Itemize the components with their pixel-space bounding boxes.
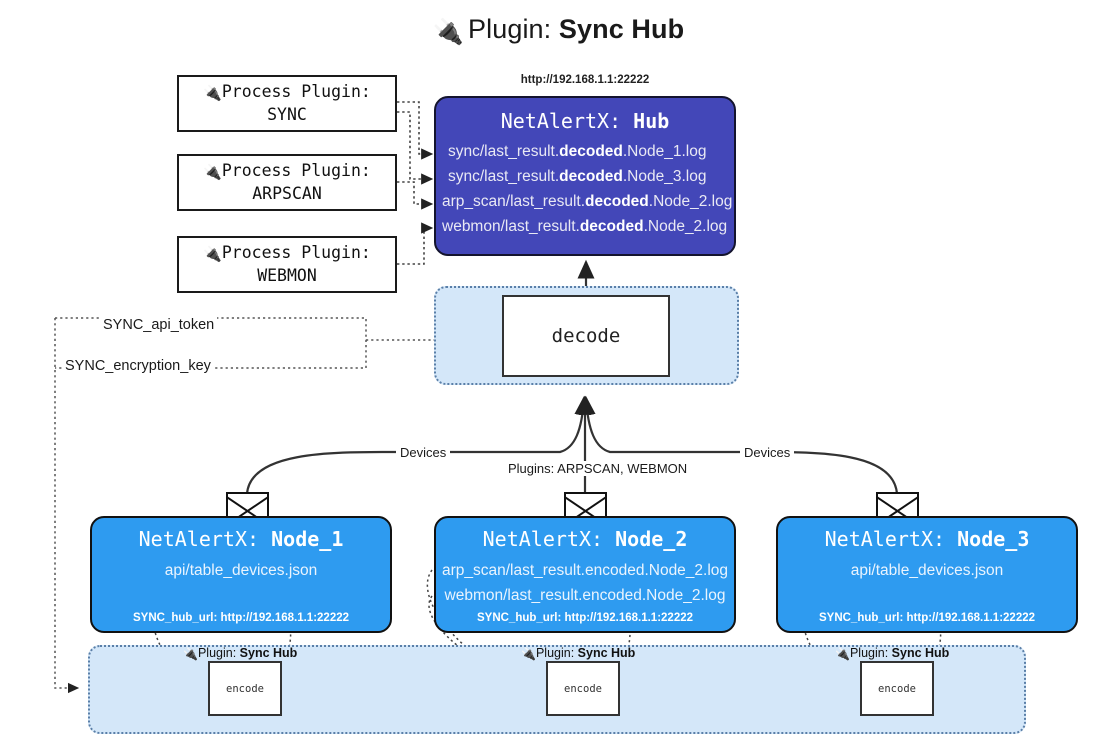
plug-icon: 🔌 — [203, 163, 222, 182]
node-title: NetAlertX: Node_3 — [824, 527, 1030, 551]
hub-url-label: http://192.168.1.1:22222 — [520, 74, 650, 86]
encode-box-3[interactable]: encode — [860, 661, 934, 716]
hub-log-item: sync/last_result.decoded.Node_1.log — [448, 143, 707, 160]
node-line: arp_scan/last_result.encoded.Node_2.log — [441, 562, 729, 579]
plug-icon: 🔌 — [183, 647, 198, 661]
process-plugin-name: SYNC — [267, 105, 307, 125]
process-plugin-label: Process Plugin: — [221, 82, 371, 102]
page-title: 🔌Plugin: Sync Hub — [0, 14, 1117, 47]
process-plugin-label: Process Plugin: — [221, 161, 371, 181]
page-title-label: Plugin: — [468, 14, 552, 44]
hub-log-list: sync/last_result.decoded.Node_1.log sync… — [436, 139, 734, 239]
node-line: api/table_devices.json — [850, 562, 1004, 579]
node-2[interactable]: NetAlertX: Node_2 arp_scan/last_result.e… — [434, 516, 736, 633]
sync-plugin-label-2: 🔌Plugin: Sync Hub — [521, 646, 636, 661]
plug-icon: 🔌 — [432, 18, 465, 46]
sync-plugin-label-1: 🔌Plugin: Sync Hub — [183, 646, 298, 661]
plug-icon: 🔌 — [203, 84, 222, 103]
node-3[interactable]: NetAlertX: Node_3 api/table_devices.json… — [776, 516, 1078, 633]
hub-log-item: webmon/last_result.decoded.Node_2.log — [442, 218, 728, 235]
node-hub-url: SYNC_hub_url: http://192.168.1.1:22222 — [476, 612, 694, 624]
edge-label-devices-left: Devices — [396, 445, 451, 460]
edge-sync-to-hub-log1 — [397, 101, 434, 160]
process-plugin-name: ARPSCAN — [252, 184, 322, 204]
node-hub-url: SYNC_hub_url: http://192.168.1.1:22222 — [818, 612, 1036, 624]
hub-title: NetAlertX: Hub — [436, 109, 734, 133]
sync-plugin-label-3: 🔌Plugin: Sync Hub — [835, 646, 950, 661]
hub-title-value: Hub — [633, 109, 670, 133]
node-title: NetAlertX: Node_1 — [138, 527, 344, 551]
key-label-api-token: SYNC_api_token — [100, 317, 218, 333]
edge-label-devices-right: Devices — [740, 445, 795, 460]
plug-icon: 🔌 — [203, 245, 222, 264]
node-line: api/table_devices.json — [164, 562, 318, 579]
edge-arpscan-to-hub-log3 — [397, 181, 434, 210]
hub-log-item: arp_scan/last_result.decoded.Node_2.log — [442, 193, 733, 210]
encode-box-1[interactable]: encode — [208, 661, 282, 716]
node-line: webmon/last_result.encoded.Node_2.log — [444, 587, 726, 604]
process-plugin-sync[interactable]: 🔌Process Plugin: SYNC — [177, 75, 397, 132]
edge-webmon-to-hub-log4 — [397, 222, 434, 265]
node-1[interactable]: NetAlertX: Node_1 api/table_devices.json… — [90, 516, 392, 633]
key-label-encryption-key: SYNC_encryption_key — [62, 358, 214, 374]
edge-sync-to-hub-log2 — [397, 111, 434, 185]
edge-label-plugins-middle: Plugins: ARPSCAN, WEBMON — [504, 461, 692, 476]
node-hub-url: SYNC_hub_url: http://192.168.1.1:22222 — [132, 612, 350, 624]
hub-log-item: sync/last_result.decoded.Node_3.log — [448, 168, 707, 185]
node-line-list: arp_scan/last_result.encoded.Node_2.log … — [436, 558, 734, 608]
process-plugin-webmon[interactable]: 🔌Process Plugin: WEBMON — [177, 236, 397, 293]
node-line-list: api/table_devices.json — [778, 558, 1076, 583]
encode-box-2[interactable]: encode — [546, 661, 620, 716]
process-plugin-name: WEBMON — [257, 266, 317, 286]
decode-box[interactable]: decode — [502, 295, 670, 377]
process-plugin-arpscan[interactable]: 🔌Process Plugin: ARPSCAN — [177, 154, 397, 211]
hub-node[interactable]: NetAlertX: Hub sync/last_result.decoded.… — [434, 96, 736, 256]
plug-icon: 🔌 — [835, 647, 850, 661]
hub-title-prefix: NetAlertX: — [500, 109, 622, 133]
plug-icon: 🔌 — [521, 647, 536, 661]
process-plugin-label: Process Plugin: — [221, 243, 371, 263]
page-title-value: Sync Hub — [558, 14, 685, 44]
node-line-list: api/table_devices.json — [92, 558, 390, 583]
node-title: NetAlertX: Node_2 — [482, 527, 688, 551]
